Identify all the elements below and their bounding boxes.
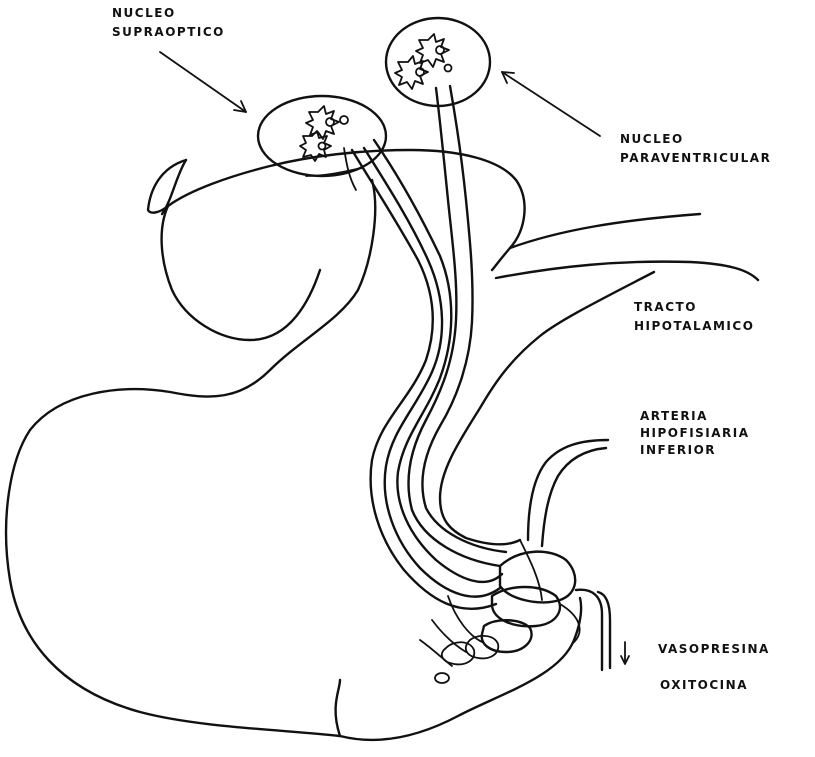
- paraventricular-label-line-2: PARAVENTRICULAR: [620, 149, 771, 168]
- tract-label-line-1: TRACTO: [634, 298, 754, 317]
- posterior-pituitary: [420, 540, 580, 683]
- supraoptic-label-line-1: NUCLEO: [112, 4, 225, 23]
- artery-label-line-1: ARTERIA: [640, 408, 750, 425]
- inferior-hypophyseal-artery: [528, 440, 610, 670]
- artery-label-line-2: HIPOFISIARIA: [640, 425, 750, 442]
- paraventricular-arrow: [502, 72, 600, 136]
- paraventricular-neurons: [395, 34, 452, 89]
- vasopresina-label: VASOPRESINA: [658, 640, 770, 659]
- artery-label: ARTERIA HIPOFISIARIA INFERIOR: [640, 408, 750, 459]
- supraoptic-arrow: [160, 52, 246, 112]
- oxitocina-label: OXITOCINA: [660, 676, 748, 695]
- paraventricular-nucleus-label: NUCLEO PARAVENTRICULAR: [620, 130, 771, 168]
- tract-label-line-2: HIPOTALAMICO: [634, 317, 754, 336]
- hypothalamic-tract-label: TRACTO HIPOTALAMICO: [634, 298, 754, 336]
- paraventricular-label-line-1: NUCLEO: [620, 130, 771, 149]
- hypothalamic-tract-fibers: [306, 86, 506, 609]
- supraoptic-nucleus-label: NUCLEO SUPRAOPTICO: [112, 4, 225, 42]
- artery-label-line-3: INFERIOR: [640, 442, 750, 459]
- supraoptic-label-line-2: SUPRAOPTICO: [112, 23, 225, 42]
- hormone-release-arrow: [621, 642, 629, 664]
